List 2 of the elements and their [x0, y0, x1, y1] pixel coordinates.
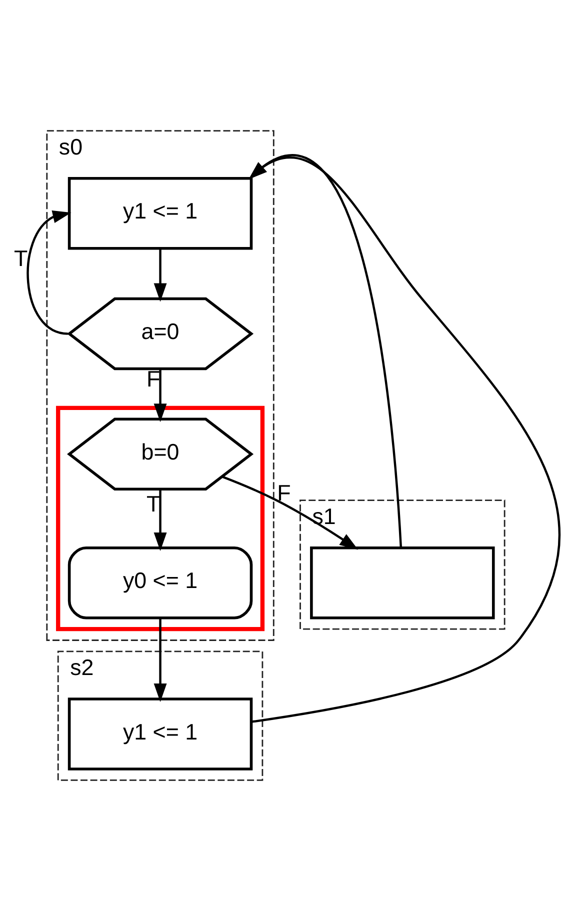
edge-label: F [277, 480, 291, 506]
edge-label: T [14, 246, 28, 272]
